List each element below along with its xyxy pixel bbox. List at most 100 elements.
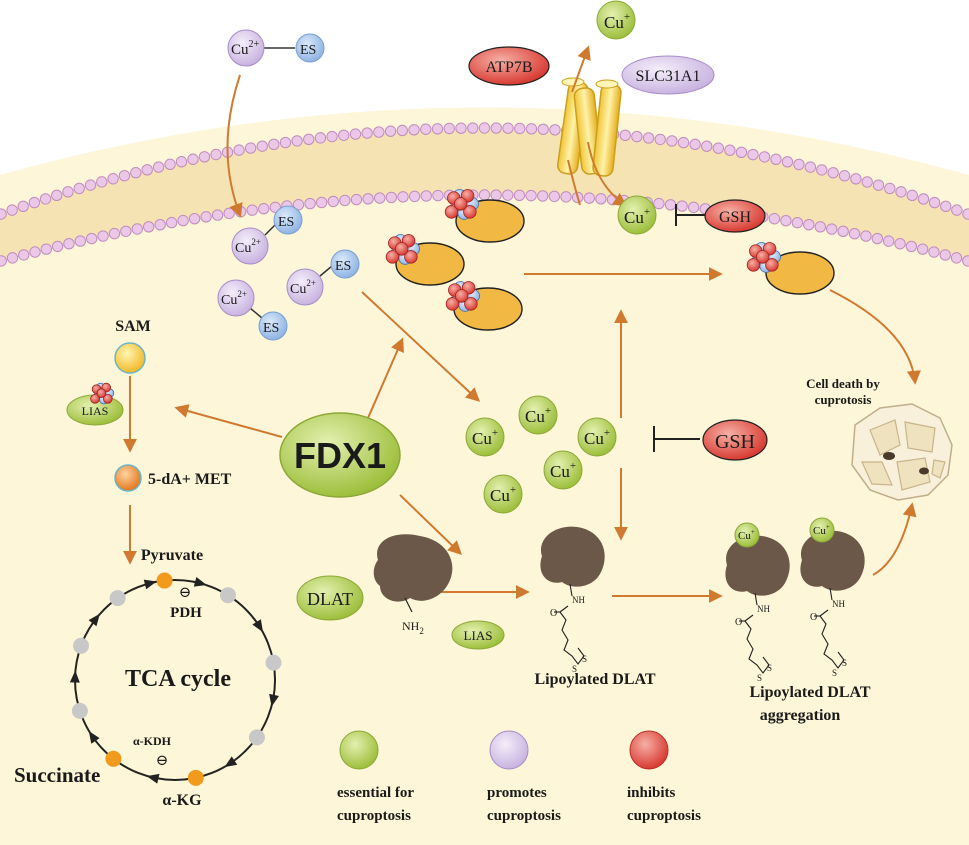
slc31a1-transporter: SLC31A1: [621, 55, 715, 95]
svg-text:Cu+: Cu+: [472, 427, 498, 448]
svg-text:Cu+: Cu+: [584, 427, 610, 448]
lipid-head: [152, 161, 165, 173]
lipid-head: [676, 200, 688, 212]
lipid-head: [17, 200, 29, 212]
lipid-head: [905, 240, 918, 253]
lipid-head: [165, 216, 178, 229]
tca-cycle: Pyruvate ⊖ PDH TCA cycle α-KDH ⊖ α-KG Su…: [14, 547, 282, 809]
lipid-head: [525, 123, 538, 135]
sam-molecule: SAM: [114, 318, 151, 374]
lipid-head: [18, 249, 30, 261]
svg-text:Cu+: Cu+: [550, 460, 576, 481]
lipid-head: [502, 189, 514, 201]
lipid-head: [120, 225, 132, 237]
lipid-head: [894, 238, 906, 250]
cu2-es-complexes: Cu2+ ES Cu2+ ES Cu2+ ES Cu2+ ES: [217, 29, 360, 341]
gsh-upper: GSH: [704, 199, 766, 233]
lipid-head: [514, 122, 526, 135]
svg-text:ES: ES: [335, 259, 351, 274]
cu-ion-bound: Cu+: [809, 517, 835, 543]
lipid-head: [595, 193, 607, 205]
lipid-head: [396, 124, 408, 137]
lipid-head: [39, 193, 52, 205]
cell-death-label-line1: Cell death by: [806, 376, 880, 391]
dlat-protein: DLAT NH2: [296, 534, 453, 636]
svg-text:O: O: [810, 612, 817, 623]
lipid-head: [654, 133, 666, 146]
tca-arrowhead: [193, 577, 207, 587]
lipid-head: [687, 201, 700, 214]
cu2-es-complex-2: Cu2+ ES: [286, 249, 360, 306]
tca-intermediate: [109, 590, 126, 607]
tca-arrowhead: [143, 579, 157, 590]
cu-ion: Cu+: [483, 474, 523, 514]
svg-text:Cu+: Cu+: [525, 405, 551, 426]
lipid-head: [928, 196, 941, 209]
lipid-head: [478, 122, 491, 134]
lipid-head: [373, 126, 385, 138]
svg-text:Cu2+: Cu2+: [221, 289, 247, 308]
lipid-head: [28, 196, 41, 209]
svg-text:NH2: NH2: [402, 619, 424, 636]
lipid-head: [385, 191, 398, 204]
lipid-head: [246, 204, 258, 216]
lipid-head: [420, 123, 432, 135]
cu-ion: Cu+: [543, 450, 583, 490]
lipid-head: [872, 179, 885, 191]
lipid-head: [826, 223, 838, 235]
svg-text:SAM: SAM: [115, 318, 151, 335]
lipid-head: [735, 146, 748, 159]
cu-ion: Cu+: [577, 417, 617, 457]
tca-intermediate: [73, 637, 90, 654]
dying-cell: Cell death by cuprotosis: [806, 376, 953, 501]
svg-text:cuproptosis: cuproptosis: [627, 808, 701, 824]
lipid-head: [712, 142, 725, 154]
gsh-inhibition-lines: [653, 204, 705, 452]
akdh-label: α-KDH: [133, 734, 172, 748]
lipid-head: [478, 189, 491, 201]
lipid-head: [279, 136, 292, 149]
lipid-head: [233, 144, 245, 156]
lipid-head: [804, 161, 817, 173]
lipid-head: [513, 189, 526, 202]
atp7b-transporter: ATP7B: [468, 46, 550, 86]
svg-text:GSH: GSH: [719, 209, 751, 226]
lipid-head: [837, 225, 849, 238]
lipid-head: [188, 212, 201, 225]
svg-text:ES: ES: [263, 321, 279, 336]
lipid-head: [653, 197, 665, 210]
dlat-label: DLAT: [307, 589, 353, 609]
tca-cycle-label: TCA cycle: [125, 666, 231, 692]
svg-text:Cu2+: Cu2+: [231, 39, 260, 58]
lipid-head: [326, 130, 338, 143]
tca-intermediate: [156, 572, 173, 589]
aggregation-label-line1: Lipoylated DLAT: [749, 684, 870, 701]
svg-text:Cu+: Cu+: [738, 528, 755, 542]
lipid-head: [724, 144, 736, 156]
fe-s-cluster-proteins: [385, 189, 835, 331]
tca-intermediate: [219, 587, 236, 604]
lipid-head: [962, 208, 969, 220]
lipid-head: [256, 140, 268, 152]
pdh-minus: ⊖: [179, 585, 192, 601]
lipid-head: [211, 209, 224, 221]
lipid-head: [315, 196, 328, 209]
lipid-head: [701, 140, 713, 152]
svg-text:O: O: [735, 617, 742, 628]
lipid-head: [97, 230, 109, 242]
lipid-head: [314, 132, 327, 144]
tca-arrowhead: [146, 773, 160, 784]
lipid-head: [431, 123, 444, 135]
legend: essential forcuproptosispromotescupropto…: [337, 730, 701, 824]
tca-arrowhead: [252, 619, 263, 633]
lipid-head: [677, 136, 690, 149]
svg-text:S: S: [757, 673, 762, 683]
lipid-head: [758, 151, 771, 163]
lipid-head: [108, 227, 121, 240]
lipid-head: [861, 176, 873, 188]
svg-text:LIAS: LIAS: [82, 404, 109, 418]
